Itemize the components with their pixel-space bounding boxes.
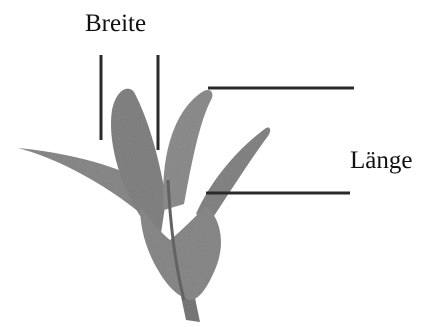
- width-label: Breite: [85, 10, 146, 37]
- leaf-lobe-center-right: [163, 90, 212, 210]
- length-label: Länge: [350, 147, 412, 174]
- leaf-illustration: [18, 89, 270, 322]
